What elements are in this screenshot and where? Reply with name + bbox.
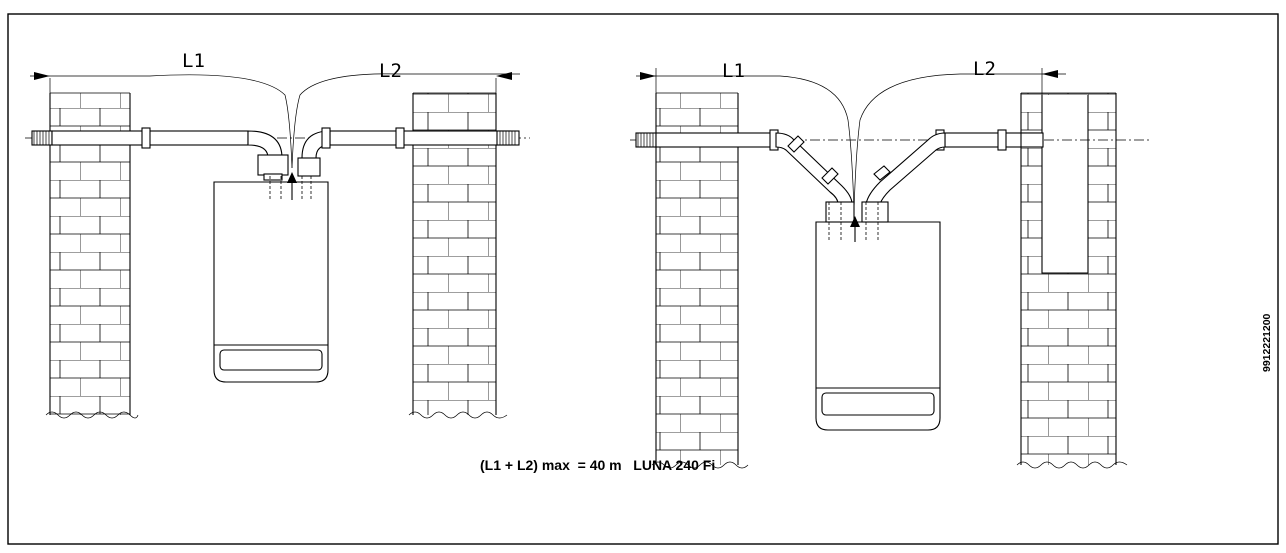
- right-installation: L1 L2: [630, 58, 1150, 469]
- label-l2-right: L2: [973, 58, 996, 80]
- boiler-a: [213, 172, 329, 383]
- label-l1-left: L1: [182, 50, 205, 72]
- label-l2-left: L2: [379, 60, 402, 82]
- boiler-b: [815, 202, 941, 431]
- left-flue-pipe-a: [31, 127, 289, 181]
- left-wall-b: [651, 92, 749, 469]
- label-l1-right: L1: [722, 60, 745, 82]
- left-wall-a: [45, 92, 139, 419]
- caption: (L1 + L2) max = 40 m LUNA 240 Fi: [480, 457, 715, 473]
- dimension-line-b: L1 L2: [636, 58, 1066, 211]
- left-flue-pipe-b: [635, 129, 855, 223]
- figure-frame: [7, 13, 1279, 545]
- right-wall-b: [1016, 92, 1128, 469]
- right-flue-pipe-a: [297, 127, 520, 177]
- drawing-code: 9912221200: [1261, 313, 1273, 372]
- dimension-line-a: L1 L2: [30, 50, 520, 169]
- left-installation: L1 L2: [25, 50, 530, 419]
- right-flue-pipe-b: [861, 129, 1044, 223]
- right-wall-a: [408, 92, 508, 419]
